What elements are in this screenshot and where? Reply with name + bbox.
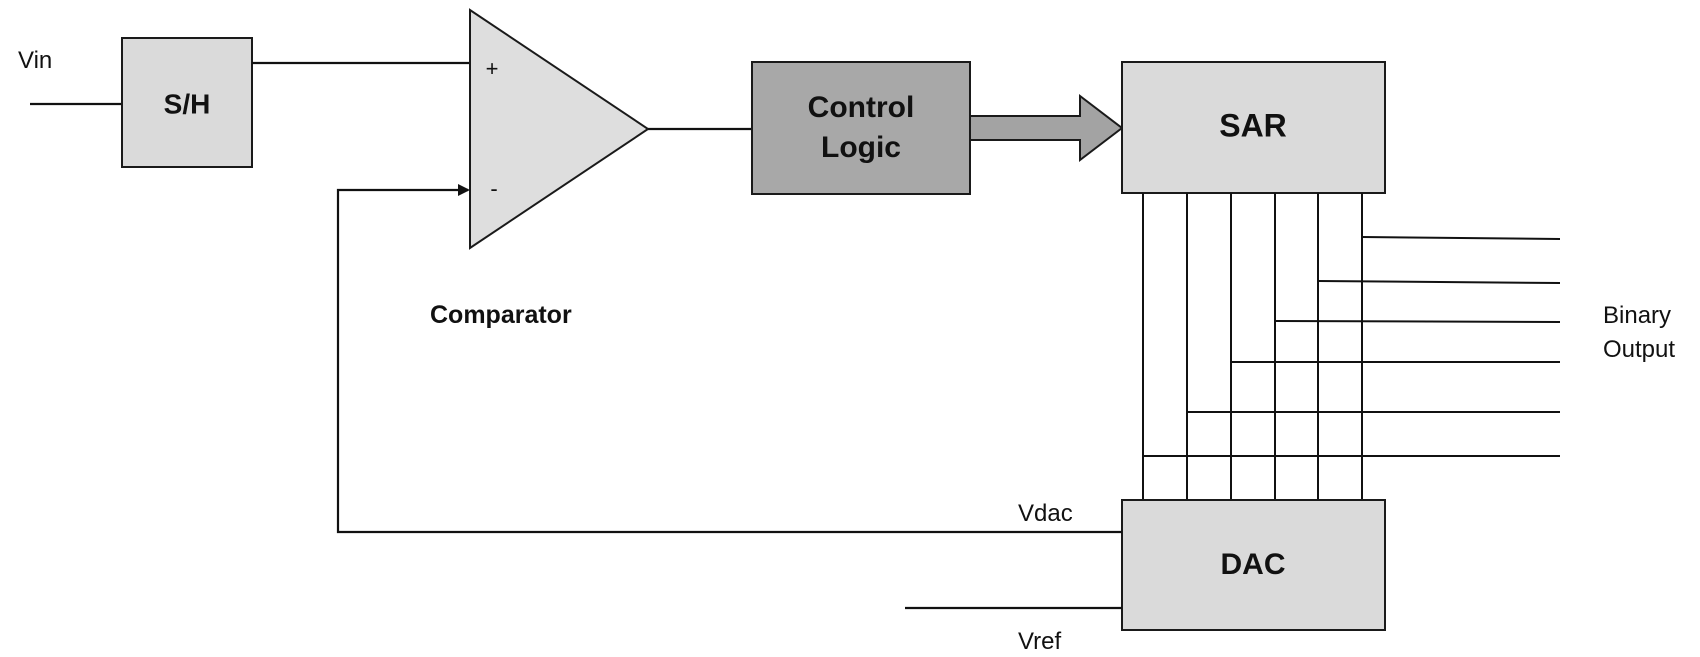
control-logic-label-line-2: Logic <box>821 131 901 164</box>
control-logic-block <box>751 61 971 195</box>
sar-label: SAR <box>1219 107 1287 143</box>
binary-output-label-line-2: Output <box>1603 336 1675 363</box>
vref-label: Vref <box>1018 628 1061 655</box>
comparator-minus-sign: - <box>490 176 497 201</box>
dac-label: DAC <box>1221 548 1286 581</box>
sar-block <box>1121 61 1386 194</box>
comparator-plus-sign: + <box>486 56 499 81</box>
vdac-label: Vdac <box>1018 500 1073 527</box>
control-to-sar-arrow <box>969 93 1124 163</box>
comparator-shape <box>469 8 650 250</box>
vin-label: Vin <box>18 47 52 74</box>
control-logic-label-line-1: Control <box>808 91 915 124</box>
feedback-wire <box>336 184 1122 534</box>
comparator-label: Comparator <box>430 301 572 329</box>
output-bit-line-3 <box>1274 320 1561 323</box>
sample-hold-block <box>121 37 253 168</box>
sample-hold-label: S/H <box>164 88 211 119</box>
dac-block <box>1121 499 1386 631</box>
output-bit-line-2 <box>1317 280 1561 284</box>
output-bit-line-1 <box>1361 236 1561 240</box>
binary-output-label-line-1: Binary <box>1603 302 1671 329</box>
